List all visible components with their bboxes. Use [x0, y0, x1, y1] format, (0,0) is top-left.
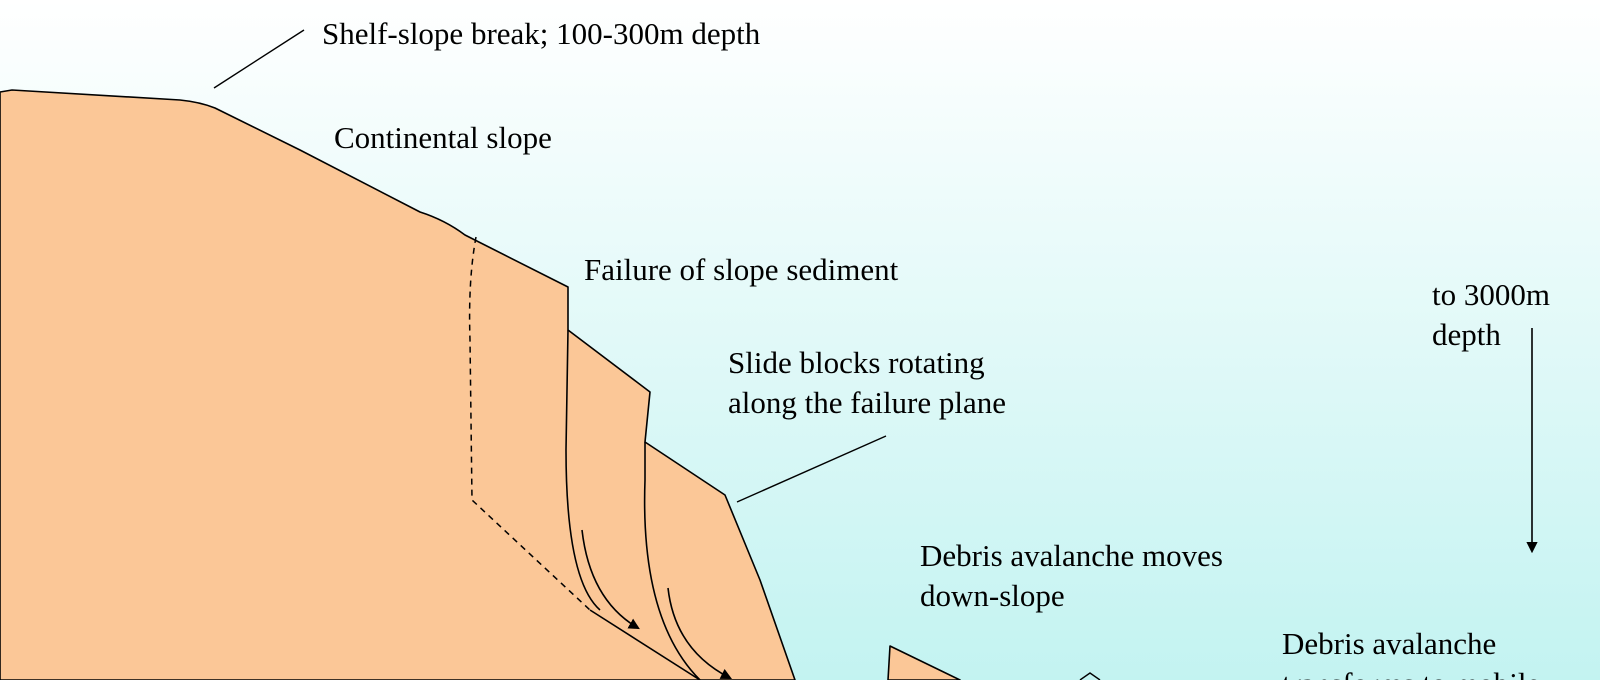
- debris-transforms-label-line2: transforms to mobile: [1282, 664, 1540, 680]
- slide-block-boundary-1: [565, 329, 601, 611]
- slide-blocks-label-line2: along the failure plane: [728, 385, 1007, 420]
- debris-motion-marker: [1079, 672, 1101, 680]
- shelf-break-leader: [213, 29, 305, 89]
- debris-moves-label-line2: down-slope: [920, 578, 1065, 613]
- shelf-slope-break-label: Shelf-slope break; 100-300m depth: [322, 16, 761, 51]
- debris-transforms-label-line1: Debris avalanche: [1282, 626, 1497, 661]
- slide-block-boundary-2: [643, 442, 701, 680]
- rotation-arrow-2: [667, 587, 732, 680]
- slide-blocks-label-line1: Slide blocks rotating: [728, 345, 985, 380]
- failure-label: Failure of slope sediment: [584, 252, 899, 287]
- failure-plane-dashed: [468, 236, 591, 611]
- continental-slope-sediment: [0, 89, 796, 680]
- failure-plane-solid: [589, 609, 701, 680]
- rotation-arrow-1: [581, 529, 640, 630]
- depth-label-line1: to 3000m: [1432, 277, 1550, 312]
- continental-slope-label: Continental slope: [334, 120, 552, 155]
- debris-moves-label-line1: Debris avalanche moves: [920, 538, 1223, 573]
- slide-blocks-leader: [736, 435, 887, 503]
- debris-avalanche-block: [887, 645, 961, 680]
- depth-label-line2: depth: [1432, 317, 1501, 352]
